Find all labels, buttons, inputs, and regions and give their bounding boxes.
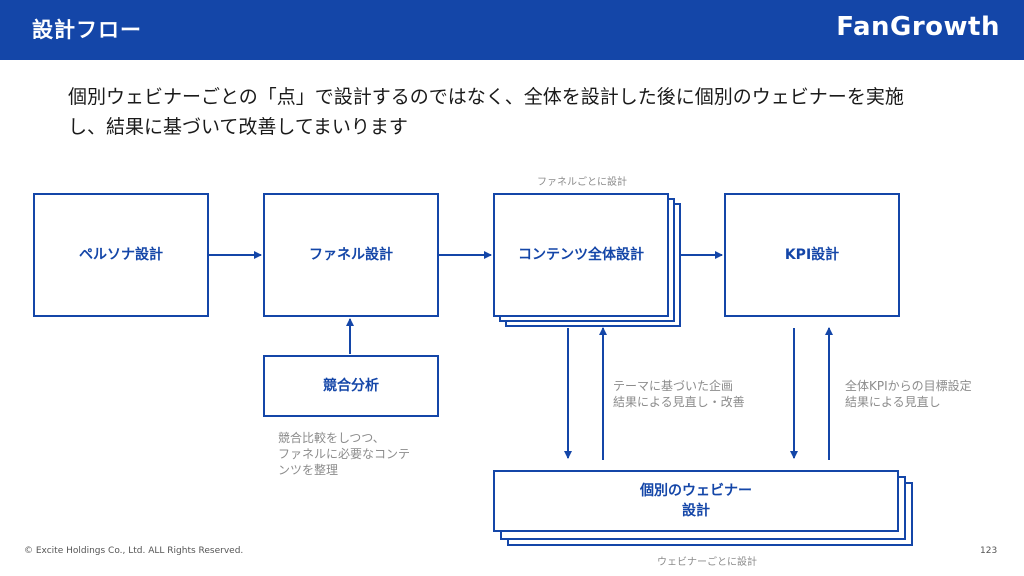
content-note-line1: テーマに基づいた企画 — [613, 379, 734, 393]
content-note: テーマに基づいた企画 結果による見直し・改善 — [613, 378, 745, 410]
content-design-label: コンテンツ全体設計 — [518, 247, 644, 263]
competitor-analysis-box: 競合分析 — [263, 355, 439, 417]
fangrowth-logo: FanGrowth — [836, 12, 1000, 42]
page-title: 設計フロー — [32, 18, 142, 42]
kpi-note-line2: 結果による見直し — [845, 395, 941, 409]
header-bar: 設計フロー FanGrowth — [0, 0, 1024, 60]
label-per-funnel: ファネルごとに設計 — [537, 177, 627, 188]
competitor-analysis-label: 競合分析 — [323, 378, 379, 394]
webinar-design-box: 個別のウェビナー 設計 — [493, 470, 899, 532]
competitor-note: 競合比較をしつつ、 ファネルに必要なコンテ ンツを整理 — [278, 430, 410, 478]
kpi-design-box: KPI設計 — [724, 193, 900, 317]
label-per-webinar: ウェビナーごとに設計 — [657, 557, 757, 568]
funnel-design-box: ファネル設計 — [263, 193, 439, 317]
webinar-design-label-line1: 個別のウェビナー — [640, 483, 752, 499]
content-design-box: コンテンツ全体設計 — [493, 193, 669, 317]
content-note-line2: 結果による見直し・改善 — [613, 395, 745, 409]
copyright-text: © Excite Holdings Co., Ltd. ALL Rights R… — [24, 546, 244, 556]
kpi-note-line1: 全体KPIからの目標設定 — [845, 379, 972, 393]
persona-design-label: ペルソナ設計 — [79, 247, 163, 263]
webinar-design-label-line2: 設計 — [682, 503, 710, 519]
funnel-design-label: ファネル設計 — [309, 247, 393, 263]
kpi-note: 全体KPIからの目標設定 結果による見直し — [845, 378, 972, 410]
kpi-design-label: KPI設計 — [784, 247, 840, 263]
page-number: 123 — [980, 546, 998, 556]
persona-design-box: ペルソナ設計 — [33, 193, 209, 317]
headline-text: 個別ウェビナーごとの「点」で設計するのではなく、全体を設計した後に個別のウェビナ… — [68, 86, 904, 138]
competitor-note-line1: 競合比較をしつつ、 — [278, 431, 385, 445]
competitor-note-line2: ファネルに必要なコンテ — [278, 447, 411, 461]
competitor-note-line3: ンツを整理 — [278, 463, 339, 477]
